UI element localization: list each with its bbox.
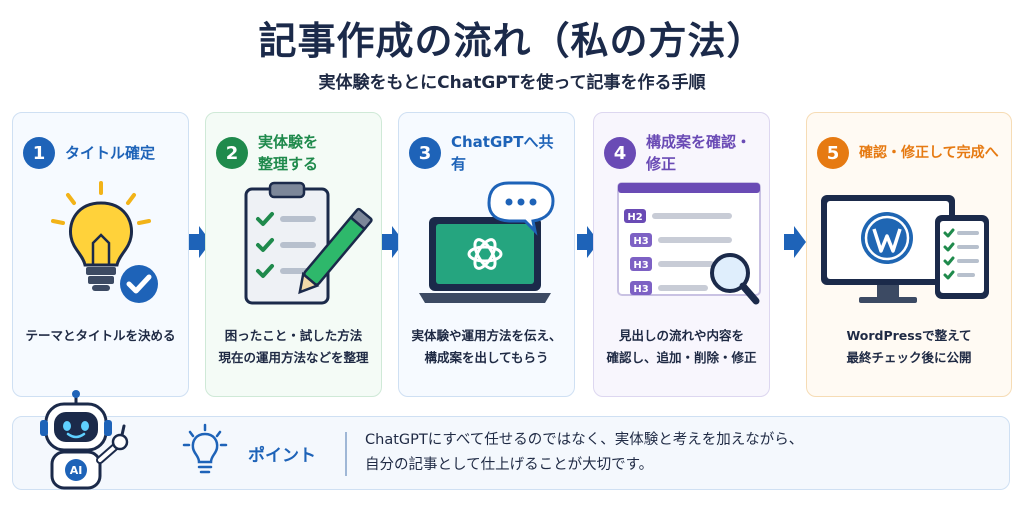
arrow-right-icon <box>189 226 211 258</box>
step-caption-5: WordPressで整えて 最終チェック後に公開 <box>811 325 1007 369</box>
step-label-1: タイトル確定 <box>65 144 156 162</box>
step-caption-line: 困ったこと・試した方法 <box>224 328 363 343</box>
step-card-4: 4 構成案を確認・修正 H2 H3 H3 H3 見出しの流れや内容を 確認し、追… <box>593 112 770 397</box>
outline-tag: H3 <box>633 260 648 271</box>
step-caption-3: 実体験や運用方法を伝え、 構成案を出してもらう <box>403 325 570 369</box>
step-card-5: 5 確認・修正して完成へ <box>806 112 1012 397</box>
wordpress-devices-icon <box>807 181 1011 311</box>
page-subtitle: 実体験をもとにChatGPTを使って記事を作る手順 <box>318 73 706 93</box>
robot-mascot-icon: AI <box>40 390 129 490</box>
point-text-line: ChatGPTにすべて任せるのではなく、実体験と考えを加えながら、 <box>365 432 804 448</box>
step-header-3: 3 ChatGPTへ共有 <box>409 125 568 181</box>
point-divider <box>345 432 347 476</box>
step-card-1: 1 タイトル確定 テーマとタイトルを決める <box>12 112 189 397</box>
step-caption-line: 見出しの流れや内容を <box>618 328 744 343</box>
step-number-4: 4 <box>604 137 636 169</box>
lightbulb-check-icon <box>13 181 188 311</box>
point-text-line: 自分の記事として仕上げることが大切です。 <box>365 457 654 473</box>
step-caption-line: 実体験や運用方法を伝え、 <box>411 328 562 343</box>
step-caption-line: 構成案を出してもらう <box>424 350 549 365</box>
arrow-right-icon <box>577 226 599 258</box>
step-caption-1: テーマとタイトルを決める <box>17 325 184 347</box>
point-label: ポイント <box>248 446 316 466</box>
step-label-3: ChatGPTへ共有 <box>451 133 554 173</box>
laptop-chatgpt-icon <box>399 181 574 311</box>
page-title: 記事作成の流れ（私の方法） <box>258 19 766 63</box>
step-caption-line: 確認し、追加・削除・修正 <box>606 350 757 365</box>
point-text: ChatGPTにすべて任せるのではなく、実体験と考えを加えながら、 自分の記事と… <box>365 428 803 478</box>
step-card-2: 2 実体験を 整理する 困った <box>205 112 382 397</box>
step-caption-line: 現在の運用方法などを整理 <box>218 350 369 365</box>
arrow-right-icon <box>784 226 806 258</box>
step-number-1: 1 <box>23 137 55 169</box>
step-number-2: 2 <box>216 137 248 169</box>
step-header-5: 5 確認・修正して完成へ <box>817 125 1005 181</box>
step-header-4: 4 構成案を確認・修正 <box>604 125 763 181</box>
lightbulb-icon <box>182 423 228 474</box>
outline-tag: H3 <box>633 236 648 247</box>
step-label-line: 整理する <box>258 155 319 173</box>
step-caption-4: 見出しの流れや内容を 確認し、追加・削除・修正 <box>598 325 765 369</box>
robot-badge-label: AI <box>70 464 83 477</box>
step-label-line: 実体験を <box>258 133 319 151</box>
step-label-2: 実体験を 整理する <box>258 131 318 175</box>
step-caption-line: 最終チェック後に公開 <box>846 350 972 365</box>
step-number-5: 5 <box>817 137 849 169</box>
arrow-right-icon <box>382 226 404 258</box>
outline-magnifier-icon: H2 H3 H3 H3 <box>594 181 769 311</box>
step-number-3: 3 <box>409 137 441 169</box>
outline-tag: H3 <box>633 284 648 295</box>
step-caption-line: テーマとタイトルを決める <box>25 328 176 343</box>
clipboard-pencil-icon <box>206 181 381 311</box>
step-caption-2: 困ったこと・試した方法 現在の運用方法などを整理 <box>210 325 377 369</box>
step-card-3: 3 ChatGPTへ共有 実体験や運用方法を伝え、 構成案を出してもらう <box>398 112 575 397</box>
point-box <box>12 416 1010 490</box>
step-header-1: 1 タイトル確定 <box>23 125 182 181</box>
step-label-5: 確認・修正して完成へ <box>859 145 999 161</box>
step-label-4: 構成案を確認・修正 <box>646 133 752 173</box>
step-caption-line: WordPressで整えて <box>846 328 972 343</box>
outline-tag: H2 <box>627 212 642 223</box>
step-header-2: 2 実体験を 整理する <box>216 125 375 181</box>
